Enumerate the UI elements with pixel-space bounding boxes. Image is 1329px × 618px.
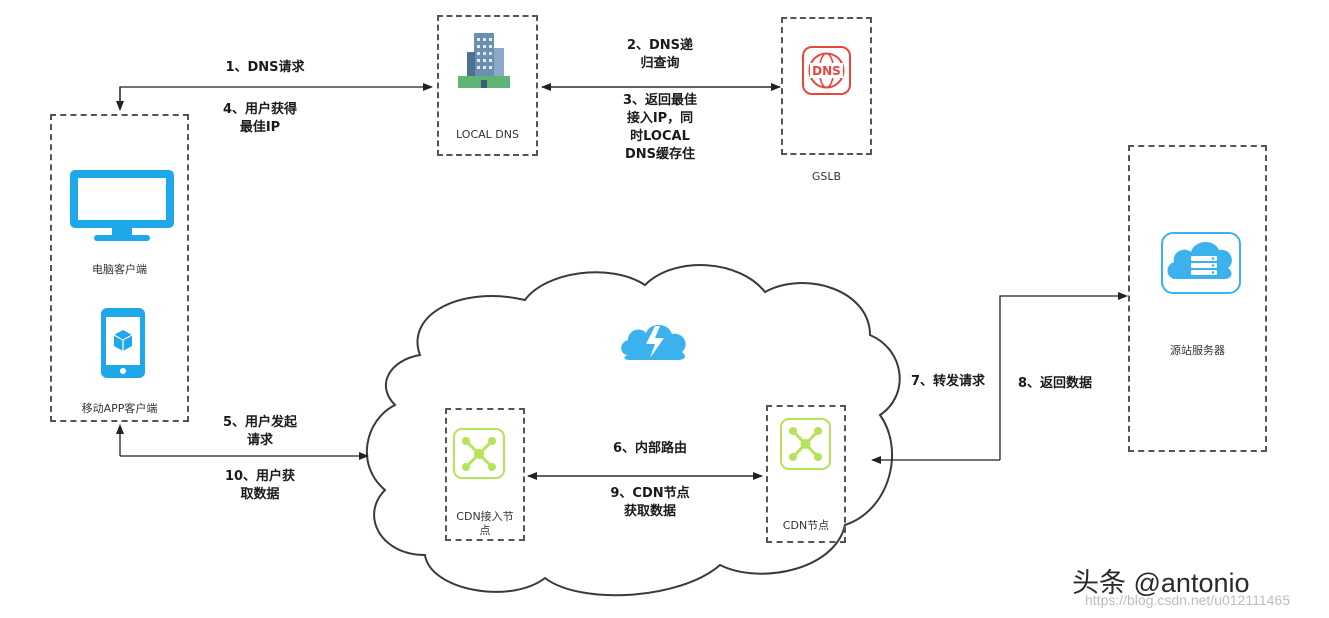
server-cloud-icon [1161, 232, 1241, 294]
step-3-label: 3、返回最佳 接入IP，同 时LOCAL DNS缓存住 [595, 92, 725, 164]
step-4-line1: 4、用户获得 [222, 102, 298, 117]
step-3-line2: 接入IP，同 [626, 111, 694, 126]
step-2-line1: 2、DNS递 [626, 38, 694, 53]
cdn-node-label: CDN节点 [782, 519, 830, 532]
step-3-line4: DNS缓存住 [624, 147, 696, 162]
gslb-box [781, 17, 872, 155]
building-icon [458, 33, 510, 88]
cdn-node-box [766, 405, 846, 543]
step-6-label: 6、内部路由 [612, 441, 688, 456]
pc-client-label: 电脑客户端 [92, 263, 147, 276]
app-client-label: 移动APP客户端 [81, 402, 158, 415]
step-10-line2: 取数据 [240, 487, 280, 502]
step-7-label: 7、转发请求 [910, 374, 986, 389]
origin-server-label: 源站服务器 [1170, 344, 1225, 357]
phone-icon [101, 308, 145, 378]
step-5-label: 5、用户发起 请求 [195, 414, 325, 450]
cdn-lightning-icon [621, 324, 686, 360]
step-3-line3: 时LOCAL [630, 129, 690, 144]
step-5-line2: 请求 [246, 433, 273, 448]
edge-cdnnode-origin-forward [999, 292, 1128, 460]
gslb-dns-icon: DNS [802, 46, 851, 95]
step-9-line1: 9、CDN节点 [610, 486, 690, 501]
step-4-line2: 最佳IP [239, 120, 281, 135]
connectors [116, 83, 1128, 480]
step-3-line1: 3、返回最佳 [622, 93, 698, 108]
step-10-line1: 10、用户获 [224, 469, 296, 484]
cdn-node-hub-icon [780, 418, 831, 470]
watermark-brand: 头条 @antonio [1072, 568, 1250, 598]
client-box [50, 114, 189, 422]
step-2-label: 2、DNS递 归查询 [605, 37, 715, 73]
step-5-line1: 5、用户发起 [222, 415, 298, 430]
local-dns-label: LOCAL DNS [456, 128, 519, 141]
local-dns-box [437, 15, 538, 156]
cdn-access-hub-icon [453, 428, 505, 479]
step-10-label: 10、用户获 取数据 [195, 468, 325, 504]
cdn-access-node-label-line2: 点 [479, 524, 491, 537]
origin-server-box [1128, 145, 1267, 452]
cdn-access-node-label: CDN接入节 点 [445, 510, 525, 538]
watermark-url: https://blog.csdn.net/u012111465 [1085, 592, 1290, 608]
step-9-label: 9、CDN节点 获取数据 [590, 485, 710, 521]
step-2-line2: 归查询 [640, 56, 680, 71]
step-9-line2: 获取数据 [623, 504, 676, 519]
step-8-label: 8、返回数据 [1017, 376, 1093, 391]
step-4-label: 4、用户获得 最佳IP [200, 101, 320, 137]
step-1-label: 1、DNS请求 [225, 60, 305, 75]
cdn-access-node-label-line1: CDN接入节 [456, 510, 514, 523]
gslb-label: GSLB [811, 170, 842, 183]
gslb-logo-text: DNS [812, 64, 841, 78]
monitor-icon [70, 170, 174, 241]
cdn-access-node-box [445, 408, 525, 541]
